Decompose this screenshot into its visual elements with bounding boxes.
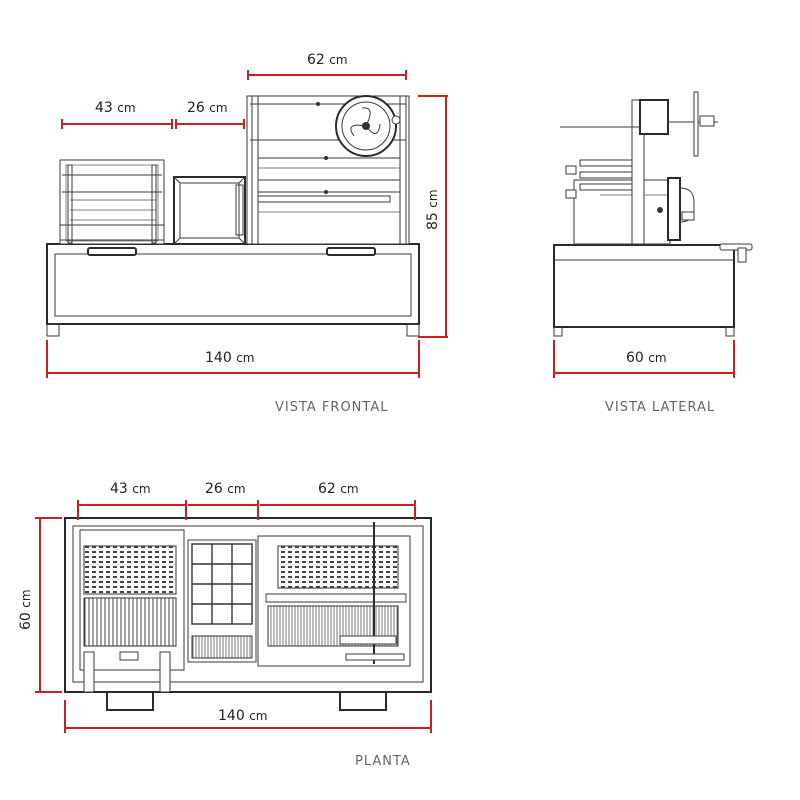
plan-left-foot — [106, 691, 154, 711]
side-motor — [639, 99, 669, 135]
front-rotisserie-module-right — [246, 95, 410, 245]
dim-label-plan-26: 26 cm — [205, 481, 246, 497]
dim-label-side-60: 60 cm — [626, 350, 667, 366]
plan-view — [64, 517, 432, 711]
dim-label-front-26: 26 cm — [187, 100, 228, 116]
dim-label-front-140: 140 cm — [205, 350, 254, 366]
front-dimensions: 43 cm 26 cm 62 cm 85 cm 140 cm — [46, 52, 448, 378]
side-handle — [719, 243, 753, 251]
plan-rotisserie-module-right — [257, 522, 411, 667]
dim-label-front-85: 85 cm — [425, 189, 441, 230]
front-base-cabinet — [46, 243, 420, 325]
view-label-plan: PLANTA — [355, 754, 411, 769]
side-view — [553, 91, 753, 337]
side-dimensions: 60 cm — [553, 340, 735, 378]
dim-label-front-62: 62 cm — [307, 52, 348, 68]
dim-label-plan-62: 62 cm — [318, 481, 359, 497]
front-left-foot — [46, 323, 60, 337]
front-view — [46, 95, 420, 337]
plan-right-foot — [339, 691, 387, 711]
side-frame — [573, 179, 671, 245]
plan-box-module-middle — [187, 539, 257, 663]
plan-dimensions: 43 cm 26 cm 62 cm 60 cm 140 cm — [18, 481, 432, 733]
front-right-foot — [406, 323, 420, 337]
dim-label-plan-140: 140 cm — [218, 708, 267, 724]
view-label-side: VISTA LATERAL — [605, 400, 715, 415]
front-left-handle — [87, 247, 137, 256]
front-grill-module-left — [59, 159, 165, 245]
dim-label-plan-60: 60 cm — [18, 589, 34, 630]
front-crank-wheel — [335, 95, 401, 157]
view-label-front: VISTA FRONTAL — [275, 400, 388, 415]
front-box-module-middle — [173, 176, 246, 245]
plan-grill-module-left — [79, 529, 185, 693]
front-right-handle — [326, 247, 376, 256]
dim-label-plan-43: 43 cm — [110, 481, 151, 497]
front-base-panel — [54, 253, 412, 317]
dim-label-front-43: 43 cm — [95, 100, 136, 116]
side-base-cabinet — [553, 244, 735, 328]
